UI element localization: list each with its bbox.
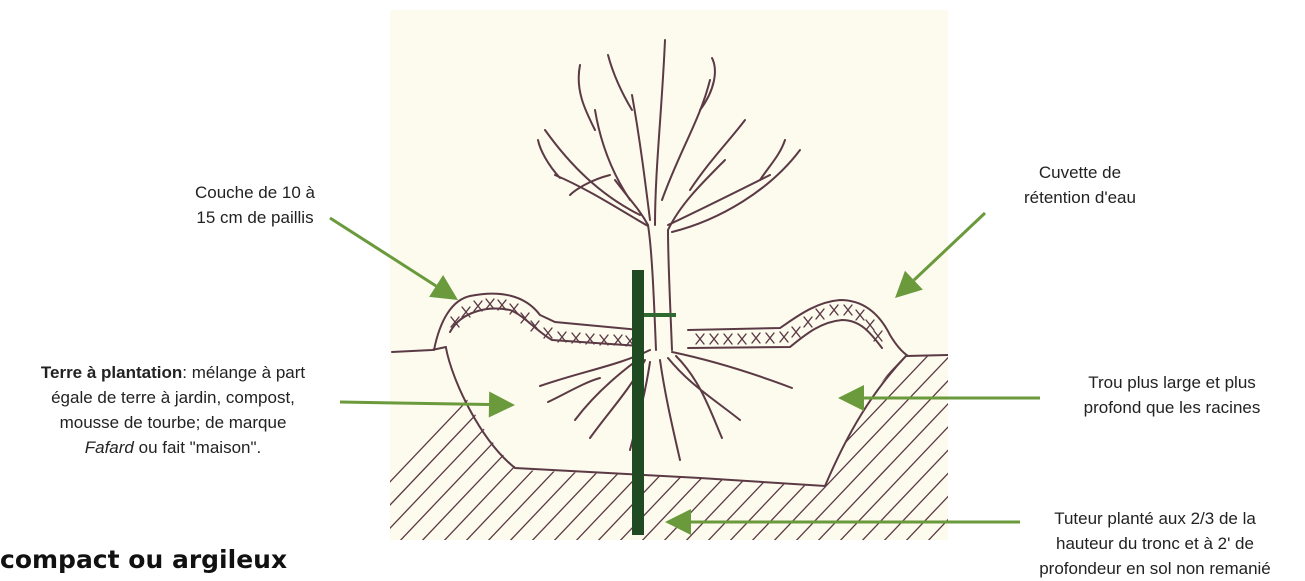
basin-label-line-1: Cuvette de xyxy=(1000,160,1160,185)
stake-tie xyxy=(644,313,676,317)
soil-label: Terre à plantation: mélange à part égale… xyxy=(8,360,338,460)
hole-label-line-2: profond que les racines xyxy=(1052,395,1292,420)
soil-label-brand: Fafard xyxy=(85,438,134,457)
hole-label-line-1: Trou plus large et plus xyxy=(1052,370,1292,395)
soil-label-line-1: Terre à plantation: mélange à part xyxy=(8,360,338,385)
mulch-label: Couche de 10 à 15 cm de paillis xyxy=(160,180,350,230)
basin-label: Cuvette de rétention d'eau xyxy=(1000,160,1160,210)
soil-label-line-4: Fafard ou fait "maison". xyxy=(8,435,338,460)
mulch-label-line-2: 15 cm de paillis xyxy=(160,205,350,230)
basin-label-line-2: rétention d'eau xyxy=(1000,185,1160,210)
stake-label-line-1: Tuteur planté aux 2/3 de la xyxy=(1010,506,1300,531)
soil-label-bold: Terre à plantation xyxy=(41,363,182,382)
soil-label-line-4-rest: ou fait "maison". xyxy=(134,438,261,457)
hole-label: Trou plus large et plus profond que les … xyxy=(1052,370,1292,420)
stake-label-line-3: profondeur en sol non remanié xyxy=(1010,556,1300,581)
stake-label-line-2: hauteur du tronc et à 2' de xyxy=(1010,531,1300,556)
section-heading: compact ou argileux xyxy=(0,545,287,574)
mulch-label-line-1: Couche de 10 à xyxy=(160,180,350,205)
tree-stake xyxy=(632,270,644,535)
soil-label-line-1-rest: : mélange à part xyxy=(182,363,305,382)
soil-label-line-3: mousse de tourbe; de marque xyxy=(8,410,338,435)
soil-label-line-2: égale de terre à jardin, compost, xyxy=(8,385,338,410)
stake-label: Tuteur planté aux 2/3 de la hauteur du t… xyxy=(1010,506,1300,581)
